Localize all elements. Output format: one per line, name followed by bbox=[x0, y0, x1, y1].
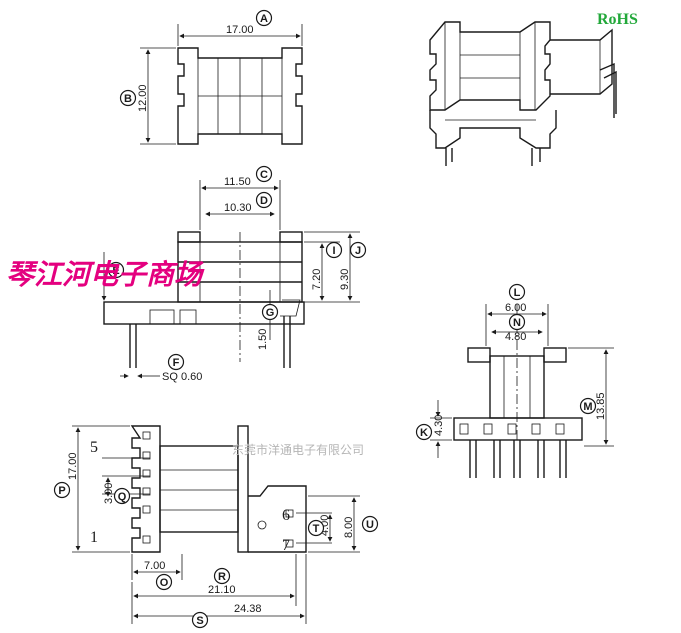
bottom-view: 5 1 6 7 17.00 3.00 4.00 8.00 7.00 21.10 bbox=[67, 425, 360, 624]
svg-text:T: T bbox=[313, 523, 320, 535]
svg-text:P: P bbox=[58, 485, 65, 497]
svg-text:S: S bbox=[196, 615, 203, 627]
callout-u: U bbox=[361, 515, 379, 533]
svg-text:M: M bbox=[583, 401, 592, 413]
callout-p: P bbox=[53, 481, 71, 499]
svg-text:N: N bbox=[513, 317, 521, 329]
callout-t: T bbox=[307, 519, 325, 537]
svg-text:Q: Q bbox=[118, 491, 127, 503]
right-side-view: 6.00 4.80 13.85 4.30 bbox=[430, 302, 614, 478]
callout-k: K bbox=[415, 423, 433, 441]
callout-i: I bbox=[325, 241, 343, 259]
svg-text:A: A bbox=[260, 13, 268, 25]
pin-label-5: 5 bbox=[90, 439, 98, 456]
dim-p-value: 17.00 bbox=[67, 452, 79, 480]
callout-o: O bbox=[155, 573, 173, 591]
svg-text:I: I bbox=[332, 245, 335, 257]
svg-text:O: O bbox=[160, 577, 169, 589]
pin-label-6: 6 bbox=[282, 507, 290, 524]
dim-u-value: 8.00 bbox=[343, 517, 355, 538]
callout-m: M bbox=[579, 397, 597, 415]
pin-label-1: 1 bbox=[90, 529, 98, 546]
callout-s: S bbox=[191, 611, 209, 629]
svg-text:R: R bbox=[218, 571, 226, 583]
dim-c-value: 11.50 bbox=[224, 176, 251, 188]
dim-a-value: 17.00 bbox=[226, 24, 254, 36]
dim-d-value: 10.30 bbox=[224, 202, 252, 214]
callout-a: A bbox=[255, 9, 273, 27]
dim-g-value: 1.50 bbox=[257, 329, 269, 350]
dim-m-value: 13.85 bbox=[595, 392, 607, 420]
callout-e: E bbox=[107, 261, 125, 279]
rohs-badge: RoHS bbox=[597, 11, 638, 28]
svg-text:K: K bbox=[420, 427, 428, 439]
company-watermark: 东莞市洋通电子有限公司 bbox=[232, 442, 364, 457]
dim-b-value: 12.00 bbox=[137, 84, 149, 112]
front-side-view: 11.50 10.30 7.20 9.30 1.50 SQ 0.60 bbox=[101, 176, 360, 383]
callout-j: J bbox=[349, 241, 367, 259]
callout-n: N bbox=[508, 313, 526, 331]
callout-bubbles: A B C D E F G I J K L M N O P Q R S T U bbox=[53, 9, 597, 629]
callout-q: Q bbox=[113, 487, 131, 505]
svg-text:J: J bbox=[355, 245, 361, 257]
dim-l-value: 6.00 bbox=[505, 302, 526, 314]
top-view: 17.00 12.00 bbox=[137, 24, 303, 145]
svg-text:L: L bbox=[514, 287, 521, 299]
callout-c: C bbox=[255, 165, 273, 183]
dim-f-value: SQ 0.60 bbox=[162, 371, 202, 383]
callout-d: D bbox=[255, 191, 273, 209]
dim-k-value: 4.30 bbox=[433, 415, 445, 436]
callout-b: B bbox=[119, 89, 137, 107]
dim-q-value: 3.00 bbox=[103, 483, 115, 504]
callout-r: R bbox=[213, 567, 231, 585]
svg-text:B: B bbox=[124, 93, 132, 105]
dim-j-value: 9.30 bbox=[339, 269, 351, 290]
isometric-view bbox=[429, 21, 617, 166]
dim-n-value: 4.80 bbox=[505, 331, 526, 343]
dim-o-value: 7.00 bbox=[144, 560, 165, 572]
svg-text:C: C bbox=[260, 169, 268, 181]
dim-r-value: 21.10 bbox=[208, 584, 236, 596]
shop-watermark: 琴江河电子商场 bbox=[6, 258, 205, 291]
svg-text:F: F bbox=[173, 357, 180, 369]
dim-i-value: 7.20 bbox=[311, 269, 323, 290]
svg-text:D: D bbox=[260, 195, 268, 207]
dim-s-value: 24.38 bbox=[234, 603, 262, 615]
svg-text:U: U bbox=[366, 519, 374, 531]
callout-f: F bbox=[167, 353, 185, 371]
svg-text:E: E bbox=[112, 265, 119, 277]
callout-g: G bbox=[261, 303, 279, 321]
callout-l: L bbox=[508, 283, 526, 301]
pin-label-7: 7 bbox=[282, 537, 290, 554]
svg-text:G: G bbox=[266, 307, 275, 319]
